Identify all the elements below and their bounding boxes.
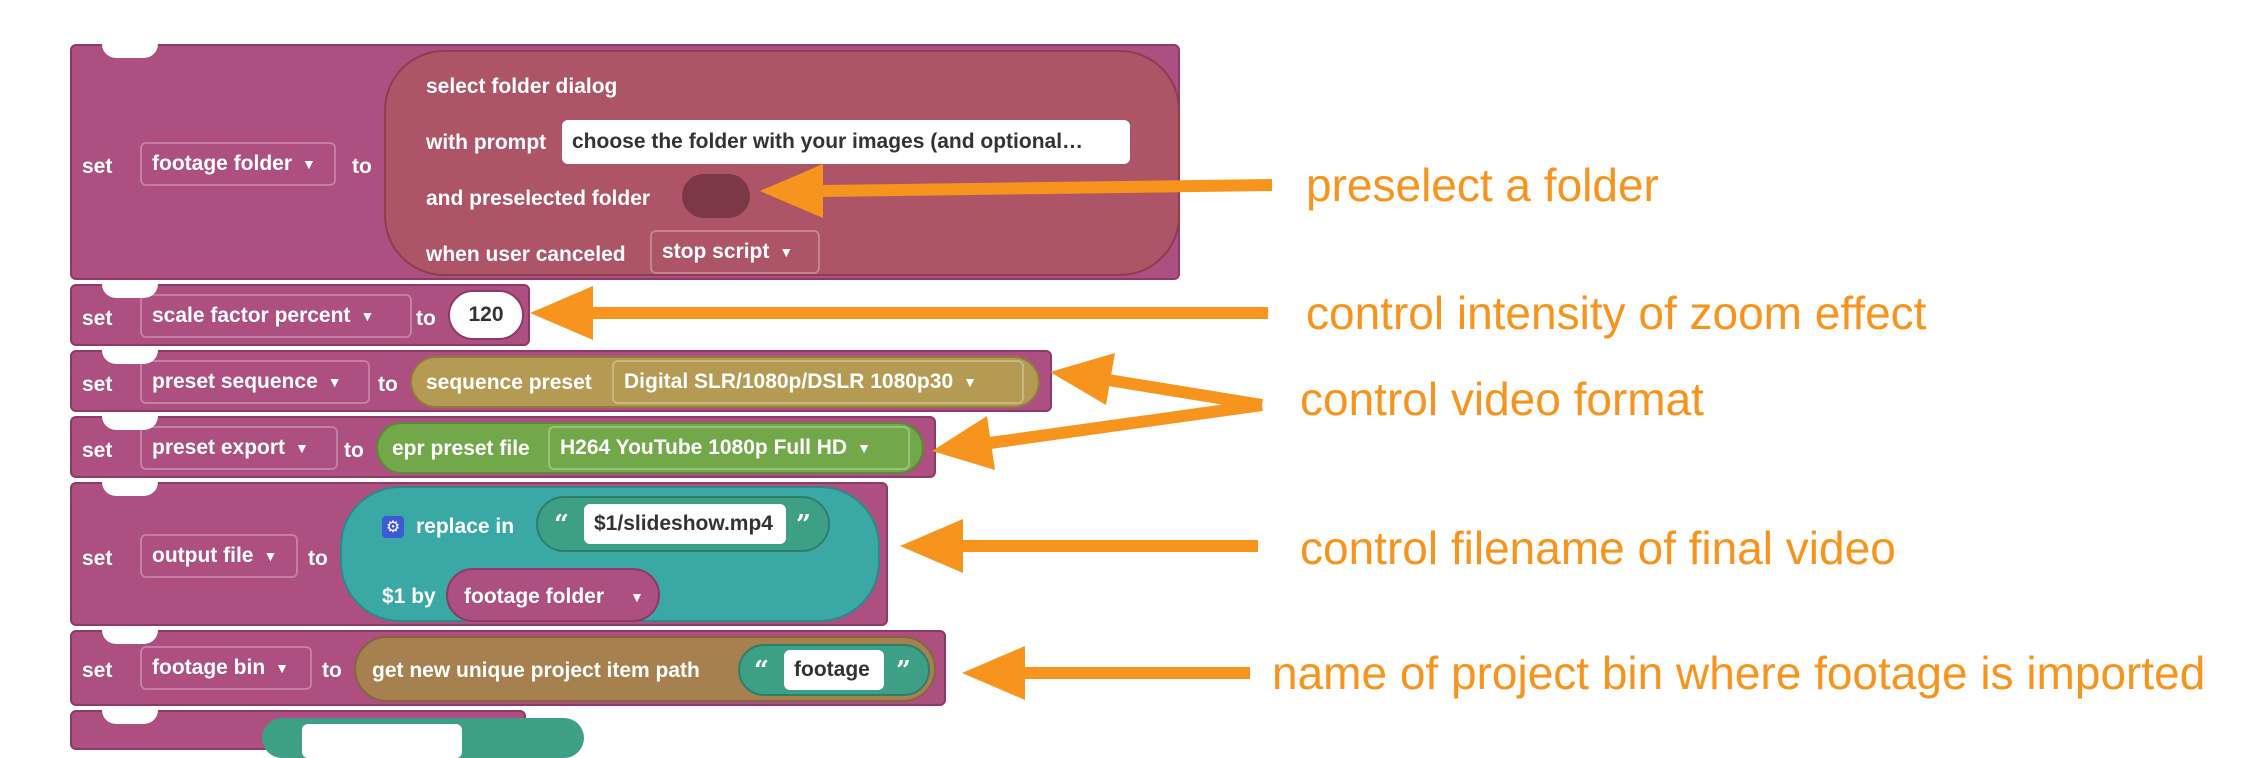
variable-label: footage bin — [152, 656, 266, 679]
variable-label: scale factor percent — [152, 304, 351, 327]
set-footage-bin-block[interactable]: set footage bin ▼ to get new unique proj… — [70, 630, 946, 706]
canceled-action-label: stop script — [662, 240, 770, 263]
to-label: to — [308, 547, 328, 570]
sequence-preset-label: sequence preset — [426, 371, 592, 394]
scale-factor-variable-dropdown[interactable]: scale factor percent ▼ — [140, 294, 412, 338]
set-footage-folder-block[interactable]: set footage folder ▼ to select folder di… — [70, 44, 1180, 280]
replace-in-block[interactable]: ⚙ replace in “ $1/slideshow.mp4 ” $1 by … — [340, 486, 880, 622]
set-preset-export-block[interactable]: set preset export ▼ to epr preset file H… — [70, 416, 936, 478]
caret-down-icon: ▼ — [327, 374, 342, 390]
epr-preset-file-block[interactable]: epr preset file H264 YouTube 1080p Full … — [376, 422, 924, 474]
replace-string-input[interactable]: $1/slideshow.mp4 — [584, 504, 786, 544]
set-label: set — [82, 547, 113, 570]
footage-bin-variable-dropdown[interactable]: footage bin ▼ — [140, 646, 312, 690]
caret-down-icon: ▼ — [302, 156, 316, 172]
scale-value-input[interactable]: 120 — [448, 290, 524, 340]
annotation-arrows — [530, 164, 1273, 700]
prompt-input[interactable]: choose the folder with your images (and … — [562, 120, 1130, 164]
variable-label: footage folder — [152, 152, 292, 175]
epr-preset-label: epr preset file — [392, 437, 530, 460]
preselected-folder-label: and preselected folder — [426, 187, 651, 210]
replace-in-label: replace in — [416, 515, 515, 538]
by-label: $1 by — [382, 585, 436, 608]
preselected-folder-slot[interactable] — [682, 174, 750, 218]
to-label: to — [378, 373, 398, 396]
annotation-video-format: control video format — [1300, 373, 1704, 425]
variable-label: preset export — [152, 436, 286, 459]
caret-down-icon: ▼ — [263, 548, 278, 564]
quote-close: ” — [796, 510, 811, 540]
annotation-zoom-intensity: control intensity of zoom effect — [1306, 287, 1927, 339]
caret-down-icon: ▼ — [295, 440, 309, 456]
set-preset-sequence-block[interactable]: set preset sequence ▼ to sequence preset… — [70, 350, 1052, 412]
quote-close: ” — [896, 656, 911, 686]
variable-label: output file — [152, 544, 254, 567]
epr-preset-dropdown[interactable]: H264 YouTube 1080p Full HD ▼ — [548, 426, 910, 470]
footage-string-input[interactable]: footage — [784, 650, 884, 690]
orange-arrow-icon — [932, 399, 1263, 470]
footage-folder-variable-dropdown[interactable]: footage folder ▼ — [140, 142, 336, 186]
orange-arrow-icon — [530, 286, 1268, 340]
sequence-preset-block[interactable]: sequence preset Digital SLR/1080p/DSLR 1… — [410, 356, 1040, 408]
variable-label: preset sequence — [152, 370, 318, 393]
set-label: set — [82, 307, 113, 330]
to-label: to — [416, 307, 436, 330]
when-canceled-label: when user canceled — [426, 243, 626, 266]
caret-down-icon: ▼ — [630, 589, 644, 605]
set-output-file-block[interactable]: set output file ▼ to ⚙ replace in “ $1/s… — [70, 482, 888, 626]
to-label: to — [322, 659, 342, 682]
quote-open: “ — [554, 510, 569, 540]
orange-arrow-icon — [760, 164, 1273, 218]
caret-down-icon: ▼ — [360, 308, 375, 324]
orange-arrow-icon — [900, 519, 1258, 573]
sequence-preset-dropdown[interactable]: Digital SLR/1080p/DSLR 1080p30 ▼ — [612, 360, 1024, 404]
unique-project-item-path-block[interactable]: get new unique project item path “ foota… — [354, 636, 936, 702]
gear-icon[interactable]: ⚙ — [382, 516, 404, 538]
string-literal-block[interactable]: “ footage ” — [738, 644, 930, 696]
output-file-variable-dropdown[interactable]: output file ▼ — [140, 534, 298, 578]
select-folder-dialog-block[interactable]: select folder dialog with prompt choose … — [384, 50, 1180, 276]
set-label: set — [82, 373, 113, 396]
string-literal-block[interactable]: “ $1/slideshow.mp4 ” — [536, 496, 830, 552]
caret-down-icon: ▼ — [275, 660, 290, 676]
set-label: set — [82, 155, 113, 178]
annotation-preselect-folder: preselect a folder — [1306, 159, 1659, 211]
dialog-title: select folder dialog — [426, 75, 618, 98]
orange-arrow-icon — [1050, 353, 1263, 411]
canceled-action-dropdown[interactable]: stop script ▼ — [650, 230, 820, 274]
preset-sequence-variable-dropdown[interactable]: preset sequence ▼ — [140, 360, 370, 404]
to-label: to — [344, 439, 364, 462]
epr-preset-value: H264 YouTube 1080p Full HD — [560, 436, 848, 459]
caret-down-icon: ▼ — [963, 374, 977, 390]
set-scale-factor-block[interactable]: set scale factor percent ▼ to 120 — [70, 284, 530, 346]
preset-export-variable-dropdown[interactable]: preset export ▼ — [140, 426, 338, 470]
set-label: set — [82, 659, 113, 682]
footage-folder-variable-reporter[interactable]: footage folder ▼ — [446, 568, 660, 622]
orange-arrow-icon — [962, 646, 1250, 700]
block-editor-canvas: set footage folder ▼ to select folder di… — [70, 44, 2206, 758]
by-variable-label: footage folder — [464, 585, 604, 608]
quote-open: “ — [754, 656, 769, 686]
sequence-preset-value: Digital SLR/1080p/DSLR 1080p30 — [624, 370, 954, 393]
caret-down-icon: ▼ — [779, 244, 794, 260]
caret-down-icon: ▼ — [857, 440, 871, 456]
annotation-project-bin: name of project bin where footage is imp… — [1272, 647, 2206, 699]
unique-path-label: get new unique project item path — [372, 659, 700, 682]
with-prompt-label: with prompt — [426, 131, 547, 154]
set-label: set — [82, 439, 113, 462]
to-label: to — [352, 155, 372, 178]
annotation-final-filename: control filename of final video — [1300, 522, 1896, 574]
